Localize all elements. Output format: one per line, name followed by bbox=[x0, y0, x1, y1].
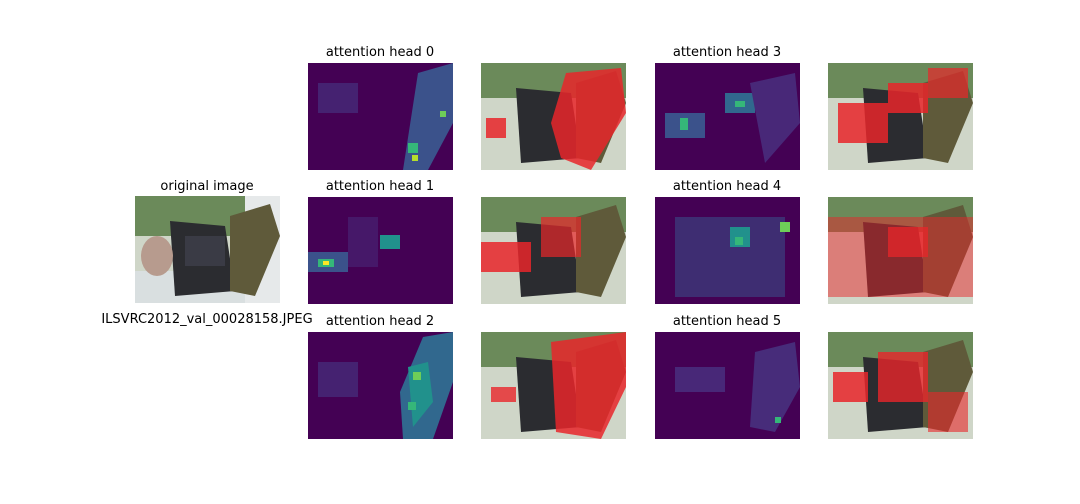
head-5-heatmap bbox=[655, 332, 800, 439]
head-0-title: attention head 0 bbox=[325, 45, 435, 60]
head-0-overlay bbox=[481, 63, 626, 170]
head-4-heatmap bbox=[655, 197, 800, 304]
head-2-title: attention head 2 bbox=[325, 314, 435, 329]
head-1-overlay bbox=[481, 197, 626, 304]
head-3-title: attention head 3 bbox=[672, 45, 782, 60]
head-3-overlay bbox=[828, 63, 973, 170]
head-2-heatmap bbox=[308, 332, 453, 439]
original-image-filename: ILSVRC2012_val_00028158.JPEG bbox=[101, 312, 313, 327]
head-2-overlay bbox=[481, 332, 626, 439]
head-0-heatmap bbox=[308, 63, 453, 170]
head-4-title: attention head 4 bbox=[672, 179, 782, 194]
head-3-heatmap bbox=[655, 63, 800, 170]
head-5-title: attention head 5 bbox=[672, 314, 782, 329]
original-image bbox=[135, 196, 280, 303]
original-image-title: original image bbox=[160, 179, 254, 194]
head-5-overlay bbox=[828, 332, 973, 439]
head-1-title: attention head 1 bbox=[325, 179, 435, 194]
head-1-heatmap bbox=[308, 197, 453, 304]
head-4-overlay bbox=[828, 197, 973, 304]
